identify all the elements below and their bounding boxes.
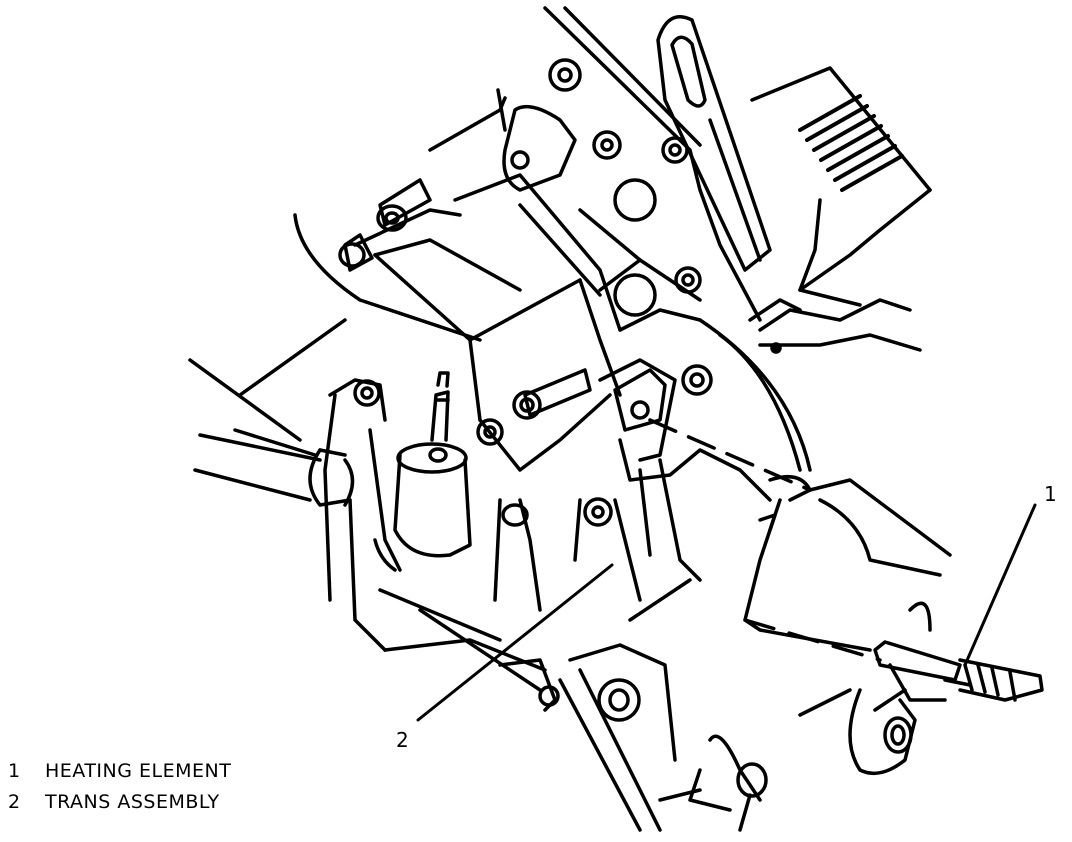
legend: 1 HEATING ELEMENT 2 TRANS ASSEMBLY (8, 756, 231, 818)
legend-item-2: 2 TRANS ASSEMBLY (8, 787, 231, 818)
leader-line-1 (963, 503, 1037, 667)
legend-number: 2 (8, 791, 21, 813)
callout-number-1: 1 (1044, 482, 1057, 506)
case-ribs (493, 498, 692, 622)
upper-bolts (293, 178, 482, 342)
legend-number: 1 (8, 760, 21, 782)
sensor-boss (373, 371, 472, 572)
mounting-lug (798, 688, 917, 776)
engine-bolts (548, 58, 702, 317)
legend-label: TRANS ASSEMBLY (45, 791, 220, 813)
legend-item-1: 1 HEATING ELEMENT (8, 756, 231, 787)
center-bolts (476, 368, 613, 527)
lifting-bracket (656, 15, 772, 272)
lower-right-part (658, 734, 768, 832)
mount-tab (613, 364, 713, 432)
heating-element (873, 640, 1044, 702)
callout-number-2: 2 (396, 728, 409, 752)
cooling-fins (798, 94, 904, 192)
small-mark (758, 513, 777, 532)
engine-bracket (428, 88, 702, 397)
case-edge-curve (908, 601, 932, 632)
axle-housing (188, 318, 547, 692)
heater-wire (648, 418, 882, 662)
legend-label: HEATING ELEMENT (45, 760, 232, 782)
lower-bracket (498, 643, 677, 832)
engine-block (543, 6, 932, 354)
leader-line-2 (416, 563, 614, 722)
transmission-case (373, 238, 952, 652)
